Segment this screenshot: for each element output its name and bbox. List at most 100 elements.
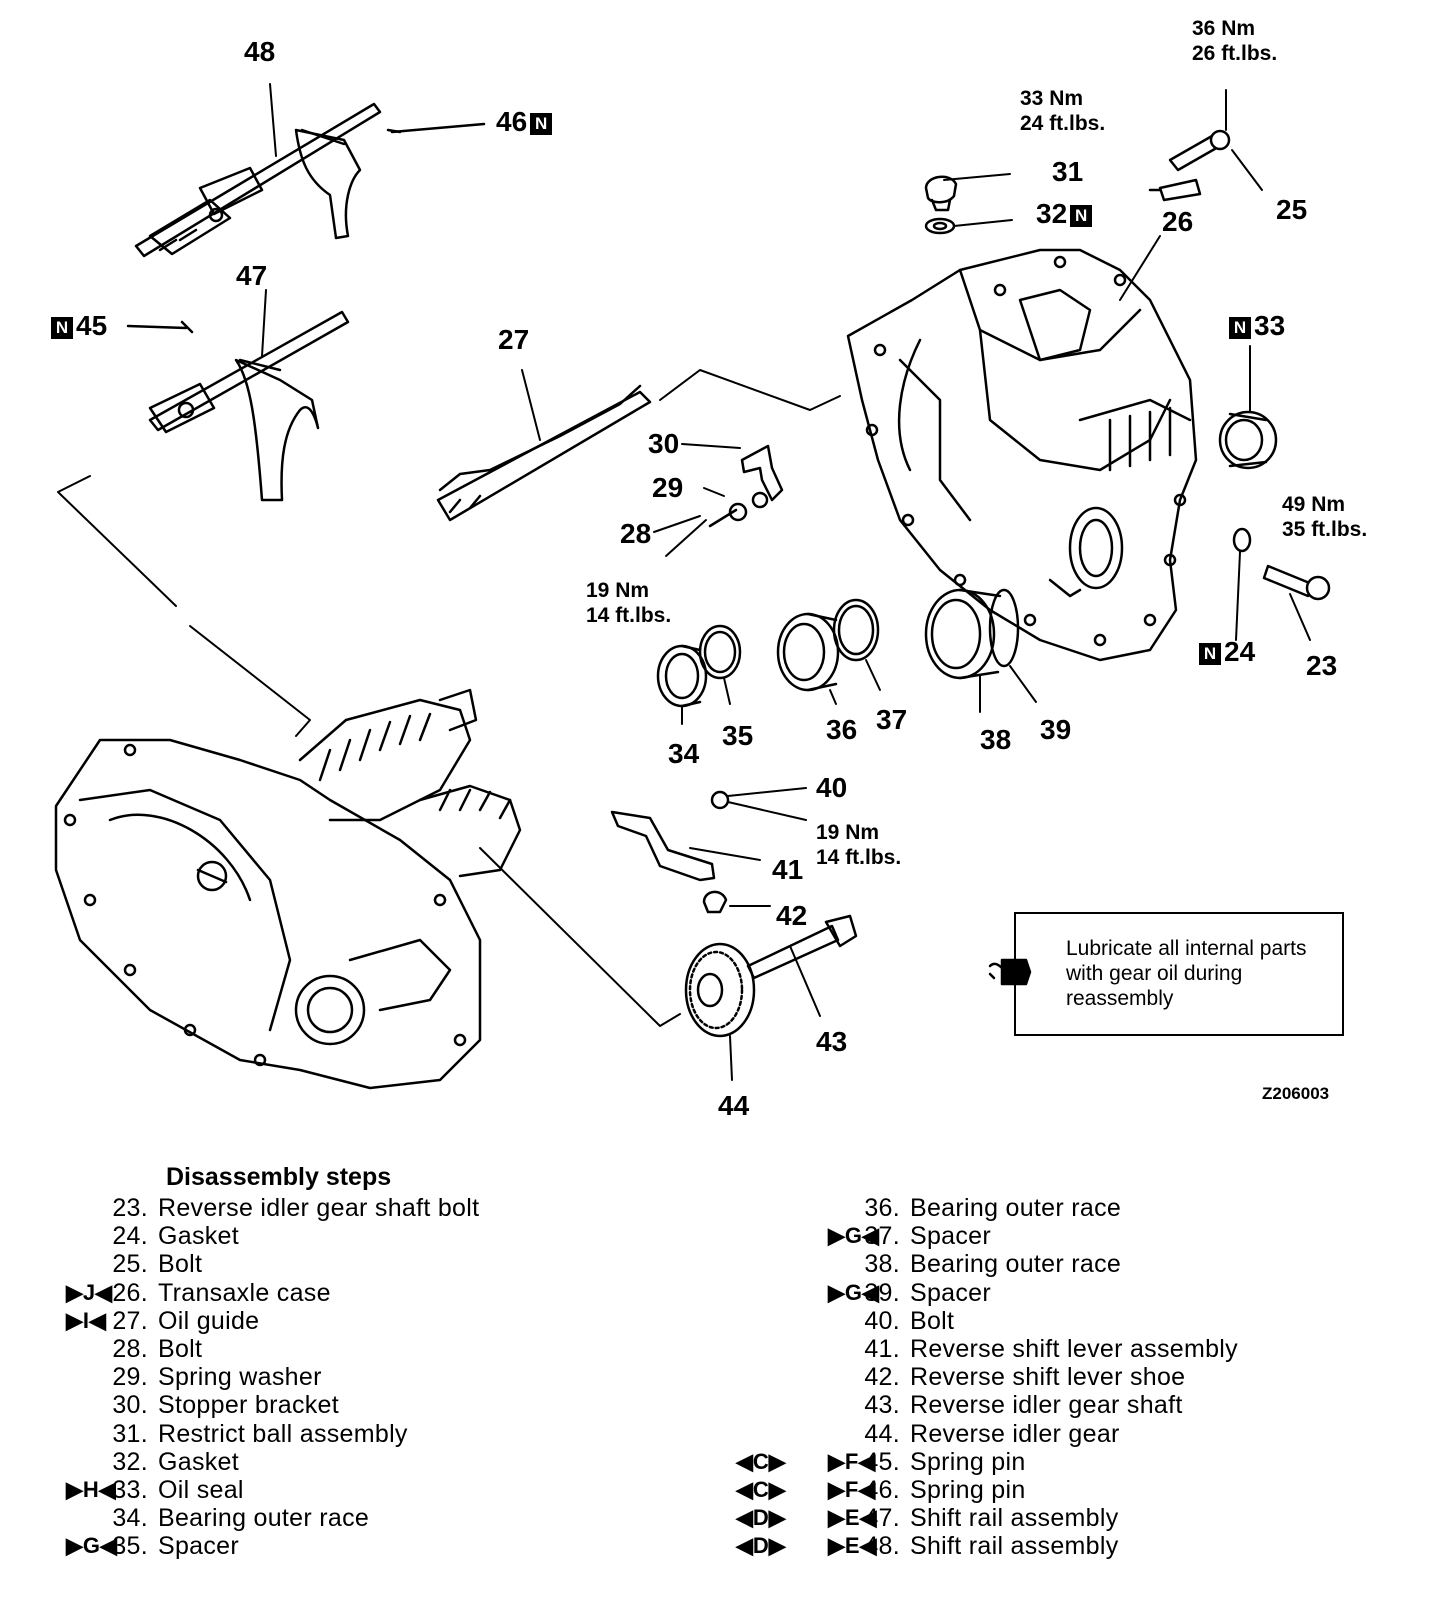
part-label-29: 29 bbox=[652, 472, 684, 503]
oil-can-icon bbox=[988, 958, 1032, 986]
step-item: 24.Gasket bbox=[100, 1222, 239, 1250]
part-label-30: 30 bbox=[648, 428, 680, 459]
step-text: Spring washer bbox=[158, 1363, 322, 1392]
reassembly-mark: ▶G◀ bbox=[828, 1279, 879, 1305]
step-number: 24. bbox=[112, 1222, 148, 1251]
step-text: Transaxle case bbox=[158, 1278, 331, 1307]
step-text: Bearing outer race bbox=[910, 1194, 1122, 1222]
step-item: 28.Bolt bbox=[100, 1335, 202, 1363]
reverse-shift-lever-shoe-42 bbox=[702, 890, 728, 914]
part-label-31: 31 bbox=[1052, 156, 1084, 187]
step-text: Shift rail assembly bbox=[910, 1504, 1119, 1533]
step-item: 31.Restrict ball assembly bbox=[100, 1420, 408, 1448]
bolt-23 bbox=[1262, 564, 1331, 601]
step-number: 23. bbox=[112, 1194, 148, 1222]
transaxle-case-26 bbox=[846, 248, 1198, 662]
step-item: 32.Gasket bbox=[100, 1448, 239, 1476]
spring-pin-46 bbox=[386, 122, 486, 134]
reassembly-mark: ▶F◀ bbox=[828, 1448, 876, 1474]
step-item: 39.Spacer bbox=[852, 1279, 991, 1307]
spring-washer-29 bbox=[751, 491, 769, 509]
disassembly-mark: ◀C▶ bbox=[736, 1448, 786, 1474]
step-item: 43.Reverse idler gear shaft bbox=[852, 1391, 1183, 1419]
step-item: 36. Bearing outer race bbox=[852, 1194, 1121, 1222]
step-text: Reverse shift lever assembly bbox=[910, 1335, 1238, 1363]
step-number: 41. bbox=[864, 1335, 900, 1363]
part-label-38: 38 bbox=[980, 724, 1012, 755]
step-text: Bearing outer race bbox=[910, 1250, 1122, 1279]
lubrication-note-text: Lubricate all internal parts with gear o… bbox=[1066, 937, 1307, 1010]
step-item: 23.Reverse idler gear shaft bolt bbox=[100, 1194, 479, 1222]
part-label-42: 42 bbox=[776, 900, 808, 931]
part-label-34: 34 bbox=[668, 738, 700, 769]
transaxle-housing-assembly bbox=[54, 688, 522, 1090]
bearing-outer-race-38 bbox=[924, 588, 1002, 680]
restrict-ball-assembly-31 bbox=[924, 175, 958, 235]
step-item: 26. Transaxle case bbox=[100, 1279, 331, 1307]
reassembly-mark: ▶H◀ bbox=[66, 1477, 116, 1502]
step-text: Spacer bbox=[910, 1222, 992, 1251]
step-number: 26. bbox=[112, 1278, 148, 1307]
bearing-outer-race-34 bbox=[656, 644, 708, 708]
leader-lines bbox=[261, 83, 1311, 1081]
step-text: Bearing outer race bbox=[158, 1504, 370, 1533]
step-item: 44. Reverse idler gear bbox=[852, 1420, 1120, 1448]
bolt-28 bbox=[708, 502, 748, 528]
bolt-40 bbox=[710, 790, 730, 810]
step-text: Gasket bbox=[158, 1447, 239, 1476]
step-item: 37. Spacer bbox=[852, 1222, 991, 1250]
disassembly-mark: ◀D▶ bbox=[736, 1533, 786, 1559]
step-item: 35.Spacer bbox=[100, 1532, 239, 1560]
part-label-40: 40 bbox=[816, 772, 848, 803]
torque-spec-25: 36 Nm 26 ft.lbs. bbox=[1192, 17, 1278, 65]
step-item: 45. Spring pin bbox=[852, 1448, 1026, 1476]
step-text: Oil seal bbox=[158, 1476, 244, 1504]
reassembly-mark: ▶J◀ bbox=[66, 1279, 113, 1305]
step-text: Bolt bbox=[910, 1306, 955, 1335]
bolt-25 bbox=[1168, 129, 1231, 172]
step-item: 27.Oil guide bbox=[100, 1307, 259, 1335]
step-number: 47. bbox=[864, 1504, 900, 1533]
step-item: 25.Bolt bbox=[100, 1250, 202, 1278]
step-text: Reverse idler gear shaft bbox=[910, 1391, 1183, 1420]
oil-seal-33 bbox=[1218, 410, 1278, 470]
part-label-23: 23 bbox=[1306, 650, 1338, 681]
oil-guide-27 bbox=[436, 384, 652, 522]
part-label-43: 43 bbox=[816, 1026, 848, 1057]
step-number: 25. bbox=[112, 1250, 148, 1279]
reassembly-mark: ▶G◀ bbox=[828, 1223, 879, 1249]
part-label-41: 41 bbox=[772, 854, 804, 885]
step-number: 45. bbox=[864, 1447, 900, 1476]
part-label-28: 28 bbox=[620, 518, 652, 549]
step-item: 42.Reverse shift lever shoe bbox=[852, 1363, 1185, 1391]
shift-rail-assembly-48 bbox=[134, 102, 382, 258]
bolt-26 bbox=[1148, 178, 1202, 202]
step-text: Oil guide bbox=[158, 1306, 260, 1335]
reassembly-mark: ▶F◀ bbox=[828, 1477, 876, 1502]
part-label-37: 37 bbox=[876, 704, 908, 735]
new-part-marker: N bbox=[1070, 204, 1093, 227]
reassembly-mark: ▶I◀ bbox=[66, 1307, 106, 1333]
torque-spec-40: 19 Nm 14 ft.lbs. bbox=[816, 821, 902, 869]
torque-spec-23: 49 Nm 35 ft.lbs. bbox=[1282, 493, 1368, 541]
step-text: Spring pin bbox=[910, 1447, 1026, 1476]
bearing-outer-race-36 bbox=[776, 612, 840, 692]
step-number: 30. bbox=[112, 1391, 148, 1420]
part-label-27: 27 bbox=[498, 324, 530, 355]
step-number: 44. bbox=[864, 1419, 900, 1448]
step-text: Shift rail assembly bbox=[910, 1532, 1119, 1561]
step-number: 39. bbox=[864, 1278, 900, 1307]
reassembly-mark: ▶G◀ bbox=[66, 1533, 117, 1559]
step-text: Reverse idler gear bbox=[910, 1419, 1120, 1448]
step-item: 30.Stopper bracket bbox=[100, 1391, 339, 1419]
part-label-44: 44 bbox=[718, 1090, 750, 1121]
step-number: 36. bbox=[864, 1194, 900, 1222]
step-number: 46. bbox=[864, 1476, 900, 1504]
step-number: 37. bbox=[864, 1222, 900, 1251]
step-text: Spring pin bbox=[910, 1476, 1026, 1504]
gasket-24 bbox=[1232, 527, 1252, 553]
part-label-35: 35 bbox=[722, 720, 754, 751]
